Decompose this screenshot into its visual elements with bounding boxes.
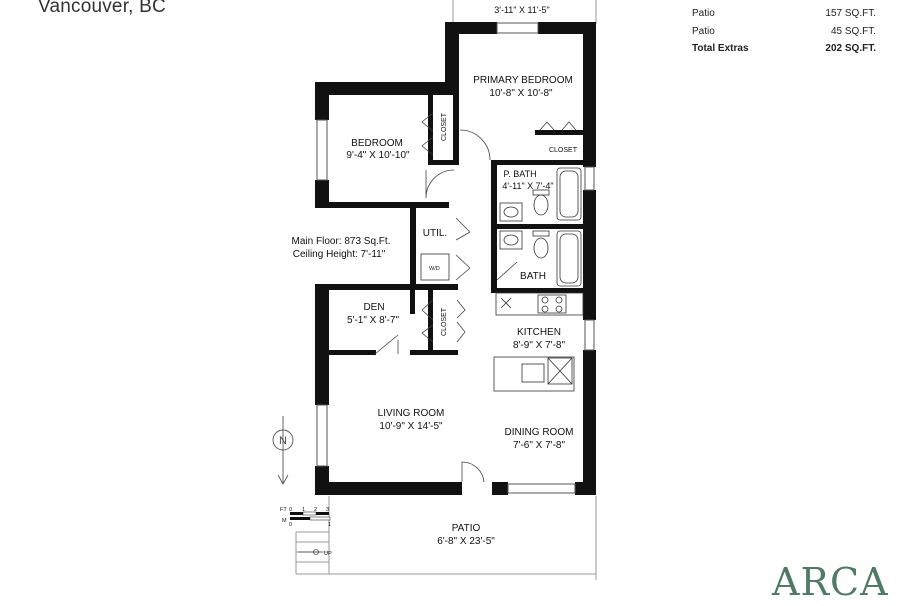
- den-dims: 5'-1" X 8'-7": [347, 315, 400, 326]
- stairs-label: UP: [324, 551, 332, 557]
- den-label: DEN: [363, 302, 384, 313]
- kitchen-island: [493, 356, 575, 392]
- area-total-value: 202 SQ.FT.: [825, 43, 876, 54]
- bathtub-main: [556, 230, 582, 287]
- area-row-patio-1: Patio 157 SQ.FT.: [692, 8, 876, 19]
- patio-label: PATIO: [452, 523, 481, 534]
- living-room-label: LIVING ROOM: [378, 408, 445, 419]
- sink-main: [499, 230, 523, 250]
- living-room-dims: 10'-9" X 14'-5": [379, 421, 443, 432]
- closet-label-primary: CLOSET: [549, 147, 578, 154]
- scale-ft-tick: 0: [289, 507, 292, 513]
- interior-walls: [315, 95, 583, 355]
- bottom-patio: [295, 496, 597, 580]
- bedroom-label: BEDROOM: [351, 138, 403, 149]
- scale-ft-tick: 3: [326, 507, 329, 513]
- door-swings: [374, 129, 518, 483]
- stove: [537, 294, 567, 314]
- location-title: Vancouver, BC: [38, 0, 166, 17]
- closet-label-den: CLOSET: [441, 307, 448, 336]
- toilet-main: [532, 230, 550, 237]
- primary-bedroom-dims: 10'-8" X 10'-8": [489, 88, 553, 99]
- bedroom-dims: 9'-4" X 10'-10": [346, 150, 410, 161]
- area-row-label: Patio: [692, 8, 715, 19]
- primary-bedroom-label: PRIMARY BEDROOM: [473, 75, 573, 86]
- area-row-value: 45 SQ.FT.: [830, 26, 876, 37]
- washer-dryer: [420, 253, 450, 281]
- scale-ft-label: FT: [280, 507, 287, 513]
- util-label: UTIL.: [423, 228, 447, 239]
- wd-label: W/D: [429, 266, 440, 272]
- fridge: [547, 357, 573, 385]
- kitchen-dims: 8'-9" X 7'-8": [513, 340, 566, 351]
- scale-ft-tick: 1: [302, 507, 305, 513]
- scale-m-tick: 0: [289, 522, 292, 528]
- kitchen-label: KITCHEN: [517, 327, 561, 338]
- area-row-patio-2: Patio 45 SQ.FT.: [692, 26, 876, 37]
- closet-doors: [421, 112, 577, 343]
- arca-logo: ARCA: [772, 560, 889, 604]
- dining-room-label: DINING ROOM: [505, 427, 574, 438]
- main-floor-area: Main Floor: 873 Sq.Ft.: [292, 236, 391, 247]
- sink-primary: [499, 202, 523, 222]
- area-row-total: Total Extras 202 SQ.FT.: [692, 43, 876, 54]
- scale-m-label: M: [282, 518, 287, 524]
- kitchen-counter: [495, 292, 584, 316]
- windows: [316, 22, 595, 494]
- north-compass: [272, 416, 294, 485]
- compass-letter: N: [279, 435, 287, 447]
- p-bath-label: P. BATH: [503, 169, 536, 179]
- area-row-label: Patio: [692, 26, 715, 37]
- closet-label-bedroom: CLOSET: [441, 112, 448, 141]
- exterior-walls: [315, 22, 596, 495]
- ceiling-height: Ceiling Height: 7'-11": [293, 249, 386, 260]
- scale-bar: [290, 511, 331, 521]
- scale-m-tick: 1: [328, 522, 331, 528]
- patio-dims: 6'-8" X 23'-5": [437, 536, 495, 547]
- dining-room-dims: 7'-6" X 7'-8": [513, 440, 566, 451]
- scale-ft-tick: 2: [314, 507, 317, 513]
- bath-label: BATH: [520, 271, 546, 282]
- p-bath-dims: 4'-11" X 7'-4": [502, 181, 553, 191]
- top-patio-dims: 3'-11" X 11'-5": [494, 5, 550, 15]
- area-total-label: Total Extras: [692, 43, 749, 54]
- area-row-value: 157 SQ.FT.: [825, 8, 876, 19]
- fixtures: [420, 167, 584, 392]
- stairs-up-arrow: [298, 549, 322, 555]
- top-patio: [452, 0, 597, 24]
- bathtub-primary: [556, 167, 582, 221]
